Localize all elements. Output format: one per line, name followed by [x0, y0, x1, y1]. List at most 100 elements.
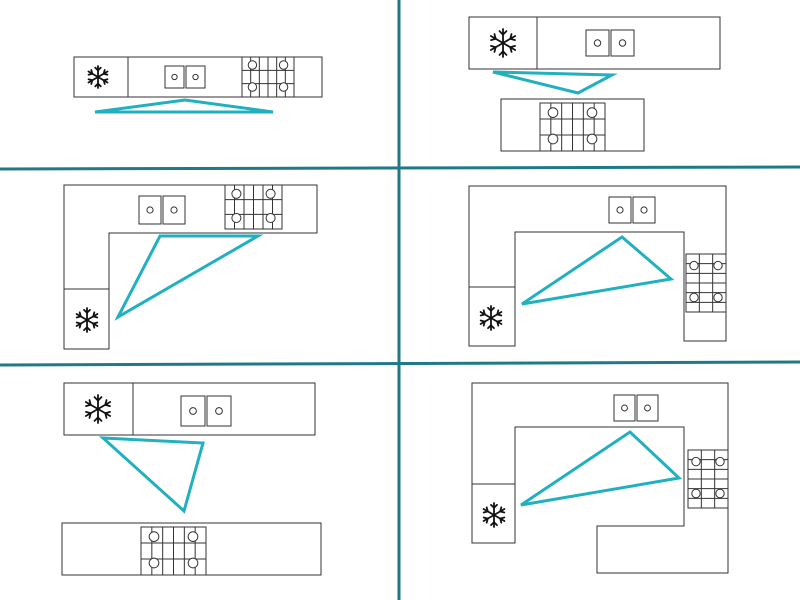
snowflake-arm: [84, 401, 99, 410]
panel-single-line: [73, 56, 323, 114]
burner: [231, 188, 242, 199]
sink-icon: [180, 395, 232, 427]
work-triangle: [520, 430, 683, 507]
panel-u-shape: [468, 185, 727, 347]
snowflake-branch: [479, 319, 486, 323]
sink-drain: [189, 407, 197, 415]
sink-drain: [171, 73, 178, 81]
burner: [547, 107, 559, 118]
sink-drain: [593, 39, 602, 47]
burner: [586, 107, 598, 118]
snowflake-arm: [502, 35, 517, 44]
burner: [689, 292, 699, 303]
snowflake-branch: [97, 66, 102, 72]
burner: [187, 531, 199, 542]
snowflake-branch: [490, 45, 497, 49]
snowflake-branch: [88, 399, 92, 406]
sink-basin: [632, 196, 656, 224]
snowflake-arm: [86, 313, 99, 321]
fridge-snowflake-icon: [87, 65, 109, 89]
snowflake-arm: [502, 42, 517, 51]
snowflake-branch: [496, 313, 503, 317]
sink-drain: [618, 39, 627, 47]
snowflake-arm: [479, 317, 492, 325]
snowflake-arm: [482, 508, 495, 516]
stove-icon: [685, 253, 727, 313]
horizontal-divider-bottom: [0, 360, 800, 367]
snowflake-branch: [482, 516, 489, 520]
snowflake-arm: [493, 508, 506, 516]
burner: [231, 212, 242, 224]
snowflake-branch: [509, 46, 513, 53]
snowflake-branch: [496, 320, 500, 327]
stove-icon: [539, 102, 606, 152]
sink-basin: [180, 395, 206, 427]
sink-basin: [608, 196, 632, 224]
snowflake-branch: [490, 521, 495, 527]
panel-galley: [468, 16, 721, 152]
sink-basin: [610, 29, 635, 57]
snowflake-branch: [482, 309, 486, 316]
work-triangle: [98, 436, 205, 514]
stove-icon: [687, 449, 729, 509]
burner: [247, 82, 258, 92]
sink-icon: [138, 195, 186, 225]
snowflake-branch: [493, 33, 497, 40]
panel-g-shape: [471, 382, 729, 574]
burner: [547, 133, 559, 145]
sink-drain: [192, 73, 199, 81]
sink-basin: [162, 195, 186, 225]
snowflake-branch: [102, 72, 109, 76]
snowflake-branch: [493, 503, 498, 509]
burner: [187, 557, 199, 569]
work-triangle: [114, 234, 264, 321]
sink-icon: [608, 196, 656, 224]
sink-icon: [613, 394, 659, 422]
fridge-snowflake-icon: [482, 502, 506, 528]
snowflake-branch: [83, 326, 88, 332]
sink-basin: [636, 394, 659, 422]
sink-icon: [585, 29, 635, 57]
snowflake-branch: [490, 306, 495, 312]
snowflake-branch: [87, 78, 94, 82]
burner: [247, 60, 258, 70]
snowflake-arm: [479, 311, 492, 319]
work-triangle: [521, 235, 675, 306]
burner: [265, 188, 276, 199]
sink-basin: [164, 65, 185, 89]
snowflake-arm: [493, 514, 506, 522]
snowflake-arm: [490, 317, 503, 325]
fridge-snowflake-icon: [479, 305, 503, 331]
burner: [715, 456, 725, 467]
burner: [278, 82, 289, 92]
stove-icon: [241, 56, 295, 98]
burner: [265, 212, 276, 224]
fridge-snowflake-icon: [75, 307, 99, 333]
snowflake-arm: [97, 76, 109, 84]
snowflake-arm: [84, 408, 99, 417]
snowflake-arm: [489, 42, 504, 51]
snowflake-branch: [498, 50, 504, 56]
burner: [148, 531, 160, 542]
burner: [713, 260, 723, 271]
fridge-snowflake-icon: [489, 28, 517, 58]
snowflake-arm: [75, 313, 88, 321]
snowflake-arm: [97, 408, 112, 417]
snowflake-branch: [97, 396, 103, 402]
snowflake-branch: [85, 411, 92, 415]
snowflake-arm: [75, 319, 88, 327]
counter-g: [471, 382, 729, 574]
snowflake-branch: [502, 30, 508, 36]
snowflake-branch: [499, 517, 503, 524]
counter-u: [468, 185, 727, 347]
snowflake-arm: [87, 76, 99, 84]
snowflake-branch: [93, 416, 99, 422]
snowflake-branch: [92, 315, 99, 319]
panel-galley-wide: [61, 382, 322, 576]
snowflake-branch: [487, 324, 492, 330]
stove-icon: [140, 526, 207, 576]
snowflake-arm: [97, 70, 109, 78]
snowflake-arm: [86, 319, 99, 327]
